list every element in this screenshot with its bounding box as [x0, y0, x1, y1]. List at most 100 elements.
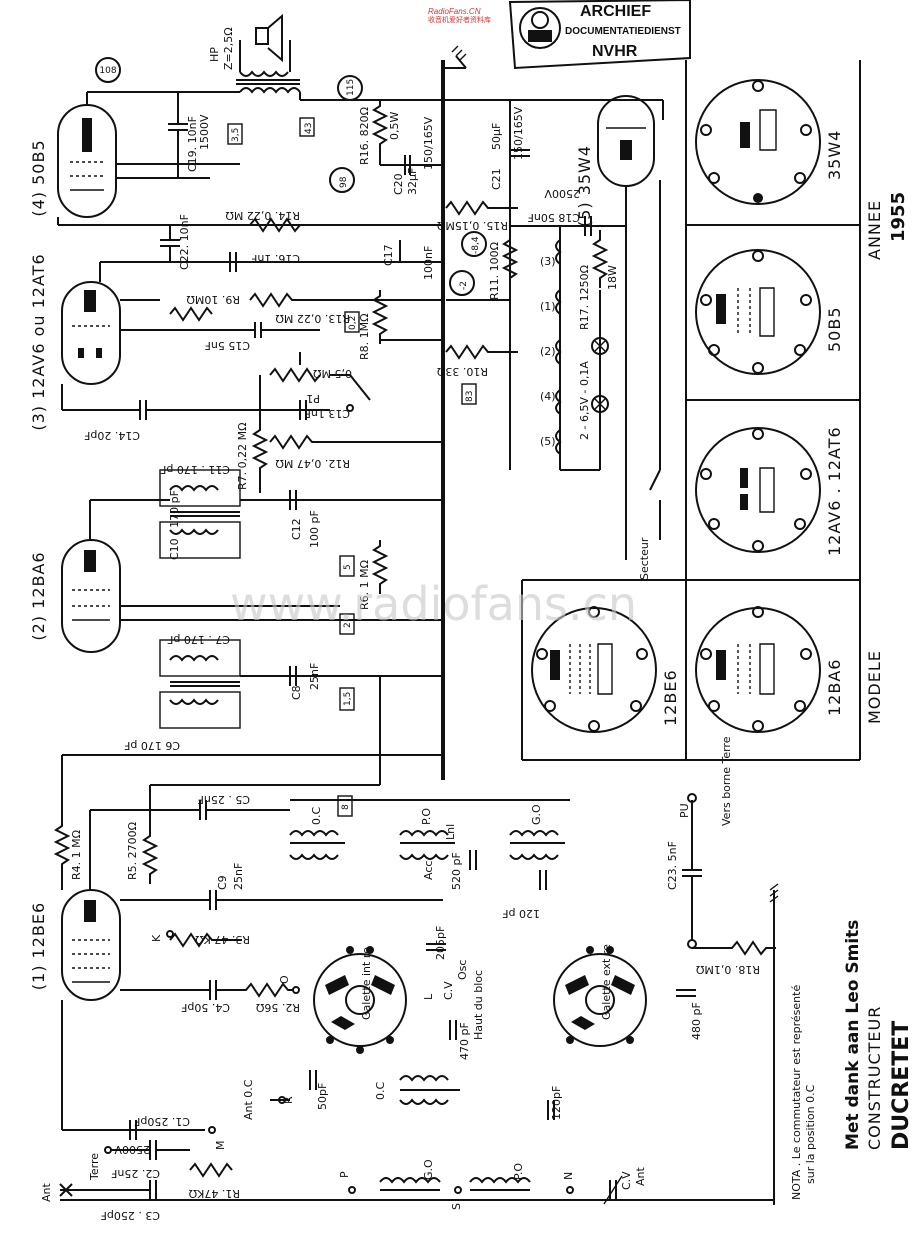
label-c1: C1. 250pF — [134, 1115, 190, 1128]
label-pu: PU — [678, 803, 691, 818]
label-credit: Met dank aan Leo Smits — [843, 920, 863, 1150]
label-po-ant: P.O — [512, 1163, 525, 1180]
stamp-line3: NVHR — [592, 43, 638, 60]
nota-line1: NOTA . Le commutateur est représenté — [790, 985, 803, 1200]
output-transformer — [236, 70, 301, 94]
po-ant-coil — [469, 1177, 531, 1191]
marker-0-2: 0,2 — [348, 316, 358, 330]
label-c4: C4. 50pF — [181, 1001, 230, 1014]
label-c3: C3 . 250pF — [101, 1209, 160, 1222]
socket-12be6 — [531, 606, 657, 733]
label-galette-ext: Galette ext re — [600, 944, 613, 1020]
socket-label-35w4: 35W4 — [825, 130, 844, 180]
label-c8-value: 25nF — [308, 663, 321, 690]
marker-minus-8-4: -8,4 — [471, 236, 481, 254]
label-annee: ANNEE — [865, 200, 884, 260]
label-cv-osc: C.V — [442, 981, 455, 1000]
label-po-coil: P.O — [420, 808, 433, 825]
label-c21-rating: 150/165V — [512, 106, 525, 160]
label-c17-value: 100nF — [422, 246, 435, 280]
label-ant-oc: Ant 0.C — [242, 1079, 255, 1120]
label-c18: C18 50nF — [528, 211, 580, 224]
label-c21-value: 50µF — [490, 123, 503, 150]
oc-ant-coil — [399, 1075, 460, 1105]
node-l: L — [422, 993, 435, 1000]
node-o: O — [278, 975, 291, 984]
label-c22: C22. 10nF — [178, 214, 191, 270]
label-k: K — [150, 934, 163, 942]
label-go-coil: G.O — [530, 804, 543, 825]
label-c2: C2. 25nF — [111, 1167, 160, 1180]
label-hp-z: Z=2,5Ω — [222, 27, 235, 70]
speaker-icon — [255, 13, 283, 63]
site-subtitle: 收音机爱好者资料库 — [428, 15, 491, 24]
socket-35w4 — [695, 79, 821, 205]
label-modele: MODELE — [865, 650, 884, 724]
label-r4: R4. 1 MΩ — [70, 830, 83, 880]
tube-label-1: (1) 12BE6 — [29, 902, 48, 990]
label-c12: C12 — [290, 518, 303, 540]
label-go-ant: G.O — [422, 1159, 435, 1180]
node-n: N — [562, 1172, 575, 1180]
label-r5: R5. 2700Ω — [126, 822, 139, 880]
label-c120-a: 120 pF — [502, 907, 540, 920]
if-transformer-1 — [159, 639, 241, 729]
site-logo: RadioFans.CN — [428, 7, 481, 16]
label-c17: C17 — [382, 244, 395, 266]
label-r17: R17. 1250Ω — [578, 265, 591, 330]
label-c9: C9 — [216, 875, 229, 890]
tube-label-5: (5) 35W4 — [575, 145, 594, 227]
label-r11: R11. 100Ω — [488, 242, 501, 300]
tube-label-2: (2) 12BA6 — [29, 551, 48, 640]
label-c20: C20 — [392, 173, 405, 195]
label-c21: C21 — [490, 168, 503, 190]
label-hp: HP — [208, 47, 221, 62]
tube-35w4: (5) 35W4 — [575, 95, 655, 227]
socket-grid — [521, 60, 861, 761]
label-r17-w: 18W — [606, 265, 619, 290]
label-c8: C8 — [290, 685, 303, 700]
heater-4: (4) — [540, 390, 556, 403]
label-brand: DUCRETET — [889, 1021, 914, 1150]
label-c480: 480 pF — [690, 1002, 703, 1040]
label-c15: C15 5nF — [205, 339, 250, 352]
heater-1: (1) — [540, 300, 556, 313]
label-r3: R3. 47 KΩ — [195, 933, 250, 946]
label-c470: 470 pF — [458, 1022, 471, 1060]
label-c2-voltage: 2500V — [114, 1143, 150, 1156]
marker-43: 43 — [304, 123, 314, 134]
label-p1-value: 0,5 MΩ — [313, 367, 352, 380]
label-oc-ant: 0.C — [374, 1082, 387, 1100]
label-r6: R6. 1 MΩ — [358, 560, 371, 610]
label-c19-voltage: 1500V — [198, 114, 211, 150]
socket-12ba6 — [695, 606, 821, 733]
socket-label-12be6: 12BE6 — [661, 669, 680, 726]
tube-label-4: (4) 50B5 — [29, 139, 48, 216]
label-c20-rating: 150/165V — [422, 116, 435, 170]
marker-2: 2 — [343, 622, 353, 628]
label-lnl: Lnl — [444, 824, 457, 840]
label-secteur: Secteur — [638, 537, 651, 580]
node-s: S — [450, 1203, 463, 1210]
marker-98: 98 — [339, 176, 349, 188]
wafer-switch-ext — [553, 946, 647, 1047]
label-c7: C7 . 170 pF — [167, 633, 230, 646]
label-osc: Osc — [456, 960, 469, 980]
label-c9-value: 25nF — [232, 863, 245, 890]
marker-8: 8 — [341, 804, 351, 810]
label-r1: R1. 47KΩ — [189, 1187, 240, 1200]
marker-1-5: 1,5 — [343, 692, 353, 706]
label-r18: R18. 0,1MΩ — [696, 963, 760, 976]
label-r9: R9. 10MΩ — [186, 293, 240, 306]
stamp-line1: ARCHIEF — [580, 3, 651, 20]
label-c14: C14. 20pF — [84, 429, 140, 442]
label-c205: 205pF — [434, 926, 447, 960]
marker-3-5: 3,5 — [231, 128, 241, 142]
marker-5: 5 — [343, 564, 353, 570]
label-terre: Terre — [88, 1153, 101, 1181]
socket-50b5 — [695, 249, 821, 375]
label-c13: C13 1nF — [305, 407, 350, 420]
oc-coil — [289, 830, 345, 860]
nota-line2: sur la position 0.C — [804, 1084, 817, 1184]
